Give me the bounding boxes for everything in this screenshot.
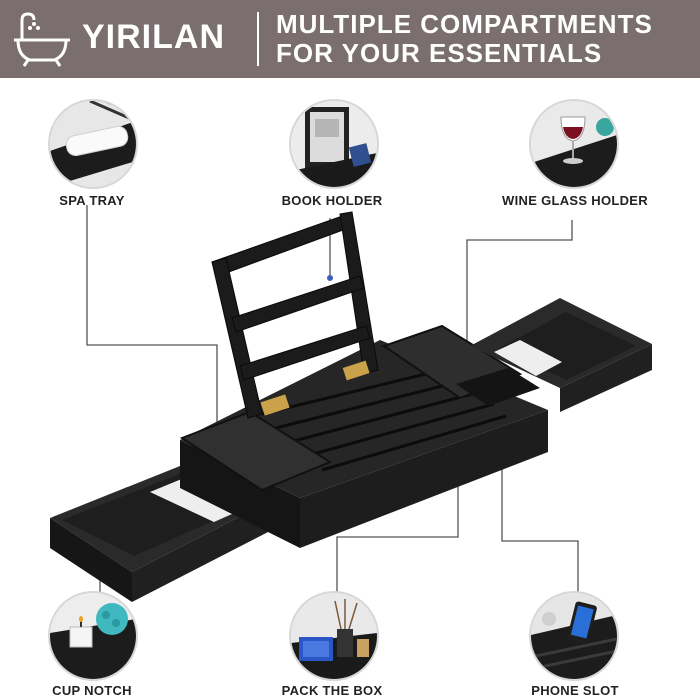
- label-spa-tray: SPA TRAY: [59, 193, 125, 208]
- phone-icon: [531, 593, 617, 679]
- diffuser-icon: [291, 593, 377, 679]
- callout-cup-notch: [48, 591, 138, 681]
- bathtub-icon: [14, 12, 70, 67]
- label-phone-slot: PHONE SLOT: [531, 683, 619, 698]
- callout-pack-the-box: [289, 591, 379, 681]
- label-cup-notch: CUP NOTCH: [52, 683, 132, 698]
- headline: MULTIPLE COMPARTMENTS FOR YOUR ESSENTIAL…: [276, 10, 653, 68]
- callout-wine-glass-holder: [529, 99, 619, 189]
- brand-name: YIRILAN: [82, 18, 225, 56]
- headline-line-1: MULTIPLE COMPARTMENTS: [276, 9, 653, 39]
- tablet-icon: [291, 101, 377, 187]
- candle-sponge-icon: [50, 593, 136, 679]
- callout-book-holder: [289, 99, 379, 189]
- label-book-holder: BOOK HOLDER: [281, 193, 383, 208]
- banner-divider: [257, 12, 259, 66]
- headline-line-2: FOR YOUR ESSENTIALS: [276, 38, 603, 68]
- top-banner: YIRILAN MULTIPLE COMPARTMENTS FOR YOUR E…: [0, 0, 700, 78]
- wine-glass-icon: [531, 101, 617, 187]
- callout-spa-tray: [48, 99, 138, 189]
- label-pack-the-box: PACK THE BOX: [281, 683, 383, 698]
- towel-icon: [50, 101, 136, 187]
- callout-phone-slot: [529, 591, 619, 681]
- label-wine-glass-holder: WINE GLASS HOLDER: [502, 193, 648, 208]
